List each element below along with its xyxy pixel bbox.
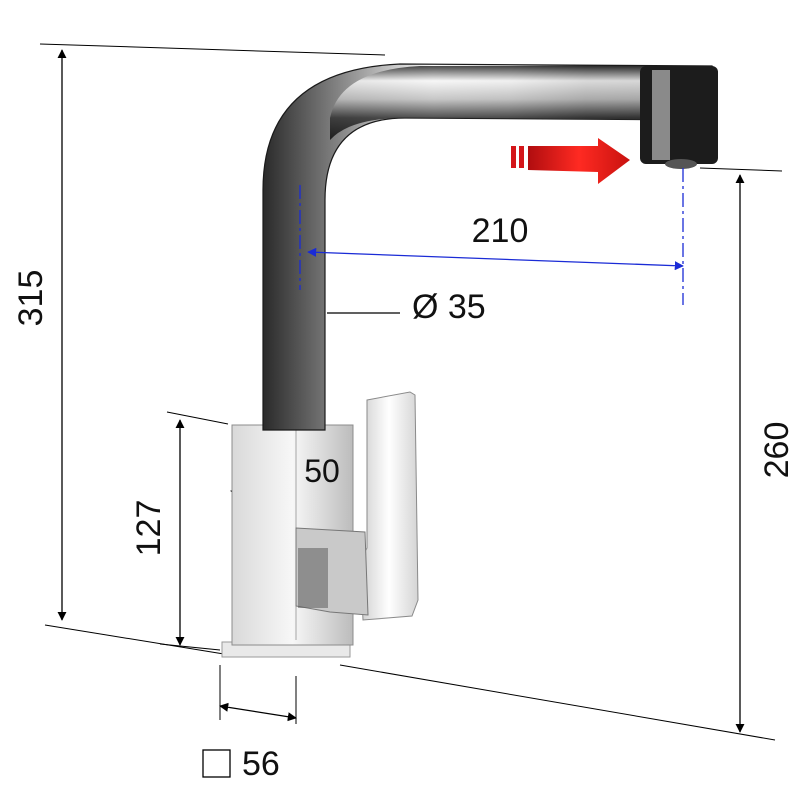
bottom-left-extension-line [44,624,231,656]
bottom-right-extension-line [339,664,776,741]
pipe-horizontal-highlight [330,66,712,140]
spout-reach-label: 210 [472,212,529,250]
handle-plate [359,391,419,621]
reach-dimension-line [307,247,684,271]
body-top-extension-line [166,411,229,425]
lever-handle [295,391,419,621]
total-height-label: 315 [12,270,50,327]
spray-head [640,66,718,164]
spout-outlet [665,159,697,169]
arrow-body [528,138,630,184]
body-height-label: 127 [130,500,168,557]
spout-outlet-extension-line [699,167,783,172]
spout-height-label: 260 [758,422,796,479]
dimension-lines [57,49,745,733]
base-width-dimension-line [219,702,297,722]
spray-head-highlight [652,70,670,160]
arrow-tail-stripe-1 [511,146,516,168]
axis-lines [299,168,684,305]
arrow-tail-stripe-2 [519,146,524,168]
body-bottom-extension-line [159,643,221,651]
base-square-label: 56 [242,745,280,783]
pipe-diameter-label: Ø 35 [412,288,486,326]
handle-shadow [298,548,328,608]
extension-lines [39,43,783,741]
spout-pipe [262,63,718,431]
flow-arrow [511,138,630,184]
body-width-label: 50 [304,453,340,489]
square-symbol-icon [202,749,231,778]
top-extension-line [39,43,386,56]
